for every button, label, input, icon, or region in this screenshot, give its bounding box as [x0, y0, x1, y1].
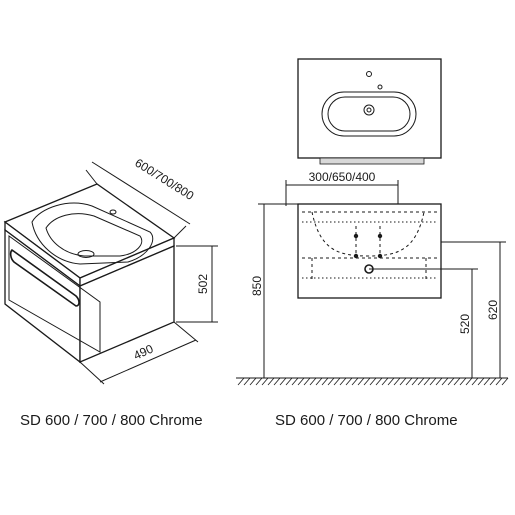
cabinet-isometric-view: 600/700/800 502 490	[3, 156, 218, 385]
hatch-stroke	[309, 377, 317, 386]
depth-ext-a	[79, 361, 105, 385]
valve-icon	[353, 233, 359, 239]
drawer-handle	[9, 248, 80, 307]
drain-height-label: 520	[458, 314, 472, 334]
floor-hatching	[237, 377, 509, 386]
basin-hidden-outline	[311, 211, 425, 257]
hatch-stroke	[471, 377, 479, 386]
hatch-stroke	[273, 377, 281, 386]
basin-front-lip	[319, 157, 425, 165]
hatch-stroke	[357, 377, 365, 386]
width-ext-line-a	[85, 169, 98, 185]
width-ext-line-b	[173, 225, 187, 239]
depth-ext-b	[173, 321, 199, 343]
installation-front-view: 300/650/400 850 520 620	[236, 170, 509, 386]
basin-outline	[31, 202, 154, 265]
hatch-stroke	[399, 377, 407, 386]
basin-bowl-inner	[327, 96, 411, 132]
pipe-height-label: 620	[486, 300, 500, 320]
hatch-stroke	[465, 377, 473, 386]
hatch-stroke	[297, 377, 305, 386]
hatch-stroke	[237, 377, 245, 386]
hatch-stroke	[255, 377, 263, 386]
height-label: 502	[196, 274, 210, 294]
drawer-front	[8, 235, 101, 353]
depth-dimension-line	[99, 339, 197, 383]
hatch-stroke	[333, 377, 341, 386]
hatch-stroke	[411, 377, 419, 386]
hatch-stroke	[423, 377, 431, 386]
water-supply-icon	[377, 253, 383, 259]
hatch-stroke	[327, 377, 335, 386]
hatch-stroke	[477, 377, 485, 386]
hatch-stroke	[405, 377, 413, 386]
left-caption: SD 600 / 700 / 800 Chrome	[20, 412, 203, 429]
right-caption: SD 600 / 700 / 800 Chrome	[275, 412, 458, 429]
cabinet-front-outline	[297, 203, 442, 299]
hatch-stroke	[339, 377, 347, 386]
basin-width-label: 300/650/400	[309, 170, 376, 184]
hatch-stroke	[249, 377, 257, 386]
hatch-stroke	[375, 377, 383, 386]
basin-top-view	[297, 58, 442, 165]
tap-hole-icon	[109, 209, 117, 215]
hatch-stroke	[501, 377, 509, 386]
hatch-stroke	[483, 377, 491, 386]
width-label: 600/700/800	[132, 156, 196, 203]
hatch-stroke	[429, 377, 437, 386]
drain-center-icon	[366, 107, 372, 113]
hatch-stroke	[459, 377, 467, 386]
hatch-stroke	[321, 377, 329, 386]
hatch-stroke	[495, 377, 503, 386]
drain-icon	[77, 250, 95, 258]
hatch-stroke	[267, 377, 275, 386]
hatch-stroke	[261, 377, 269, 386]
valve-icon	[377, 233, 383, 239]
water-supply-icon	[353, 253, 359, 259]
hatch-stroke	[435, 377, 443, 386]
hatch-stroke	[285, 377, 293, 386]
width-dimension-line	[91, 161, 191, 225]
hatch-stroke	[243, 377, 251, 386]
hatch-stroke	[447, 377, 455, 386]
hatch-stroke	[369, 377, 377, 386]
hatch-stroke	[315, 377, 323, 386]
total-height-label: 850	[250, 276, 264, 296]
hatch-stroke	[441, 377, 449, 386]
basin-inner	[45, 213, 143, 257]
hatch-stroke	[351, 377, 359, 386]
overflow-icon	[377, 84, 383, 90]
tap-hole-icon	[366, 71, 372, 77]
hatch-stroke	[363, 377, 371, 386]
hatch-stroke	[345, 377, 353, 386]
hatch-stroke	[453, 377, 461, 386]
hatch-stroke	[387, 377, 395, 386]
hatch-stroke	[393, 377, 401, 386]
hatch-stroke	[489, 377, 497, 386]
hatch-stroke	[291, 377, 299, 386]
basin-bowl-outer	[321, 91, 417, 137]
hatch-stroke	[303, 377, 311, 386]
hatch-stroke	[381, 377, 389, 386]
hatch-stroke	[417, 377, 425, 386]
hatch-stroke	[279, 377, 287, 386]
drain-icon	[363, 104, 375, 116]
